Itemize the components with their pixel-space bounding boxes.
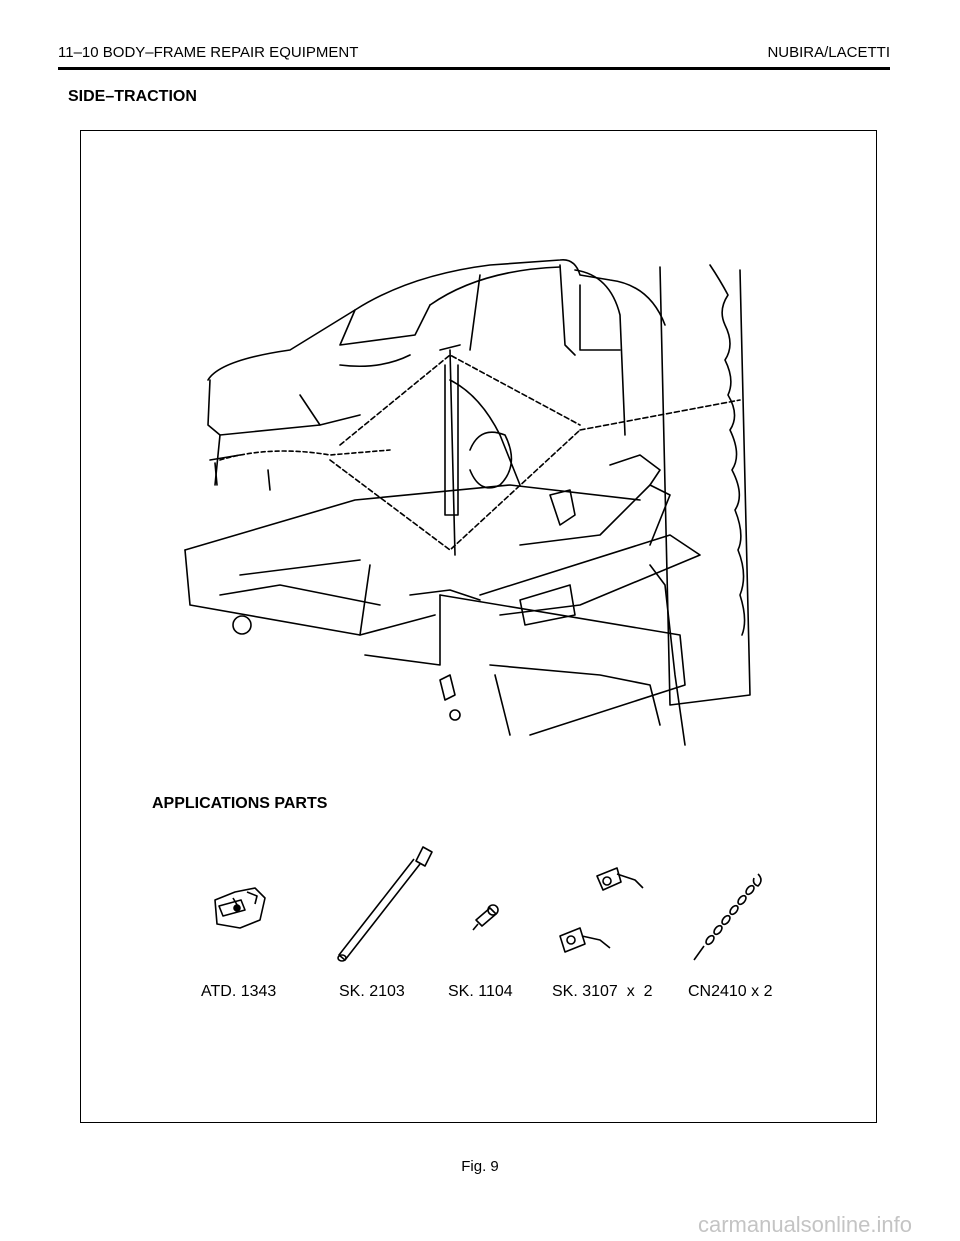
section-title: SIDE–TRACTION — [68, 88, 197, 105]
part-label-atd-1343: ATD. 1343 — [201, 983, 277, 1000]
part-label-sk-1104: SK. 1104 — [448, 983, 513, 1000]
watermark: carmanualsonline.info — [697, 1212, 912, 1237]
figure-caption: Fig. 9 — [461, 1158, 499, 1175]
part-label-cn2410: CN2410 x 2 — [688, 983, 773, 1000]
bar-icon — [337, 846, 433, 962]
header-rule — [58, 67, 890, 70]
part-label-sk-3107: SK. 3107 x 2 — [552, 983, 653, 1000]
applications-parts-heading: APPLICATIONS PARTS — [152, 795, 328, 812]
hook-icon — [559, 867, 644, 953]
page-header-right: NUBIRA/LACETTI — [767, 44, 890, 61]
pin-icon — [472, 904, 499, 931]
clamp-icon — [214, 887, 266, 929]
figure-frame — [80, 130, 877, 1123]
side-traction-illustration — [184, 258, 751, 746]
part-label-sk-2103: SK. 2103 — [339, 983, 405, 1000]
page-header-left: 11–10 BODY–FRAME REPAIR EQUIPMENT — [58, 44, 359, 61]
chain-icon — [693, 873, 762, 961]
